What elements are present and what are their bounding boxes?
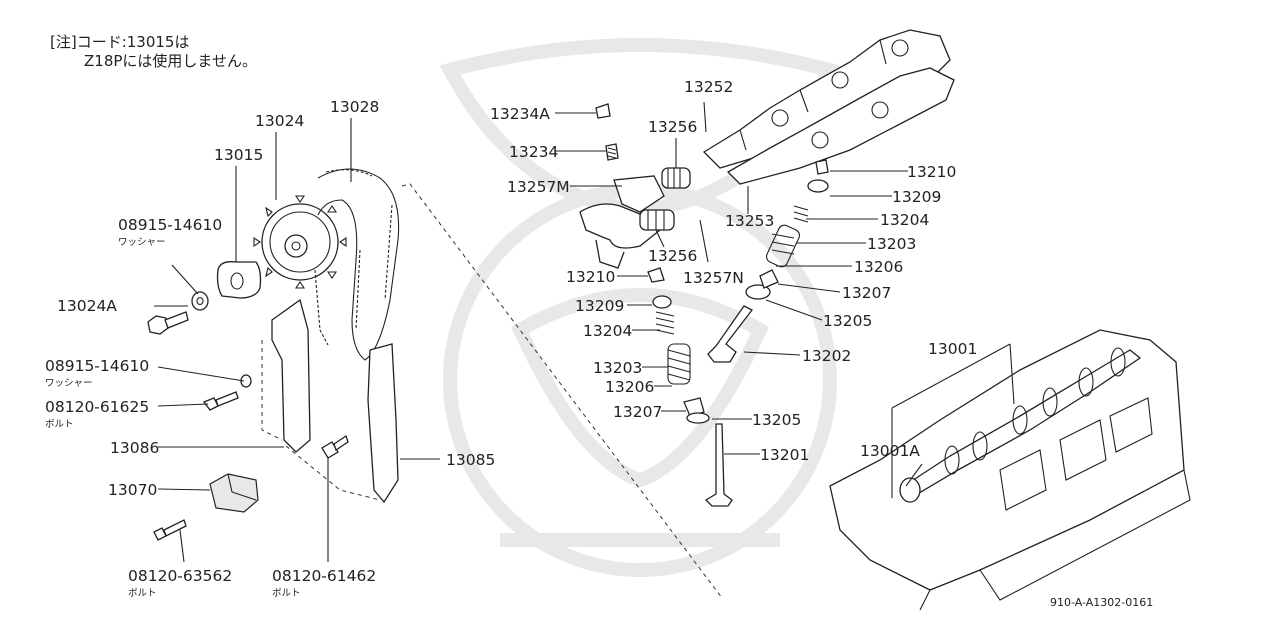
oil-seal-13207-right <box>759 269 779 289</box>
label-08915-14610-top: 08915-14610 <box>118 216 222 234</box>
label-bolt-61462: ボルト <box>272 588 301 599</box>
label-08120-61462: 08120-61462 <box>272 567 376 585</box>
rocker-13257 <box>579 175 665 269</box>
valve-13201 <box>704 423 733 507</box>
label-13210-left: 13210 <box>566 268 615 286</box>
label-washer-top: ワッシャー <box>118 237 166 248</box>
note-line-1: [注]コード:13015は <box>50 33 190 51</box>
oil-seal-13207-left <box>683 397 705 417</box>
label-13234A: 13234A <box>490 105 550 123</box>
label-13028: 13028 <box>330 98 379 116</box>
label-13024: 13024 <box>255 112 304 130</box>
label-13207-right: 13207 <box>842 284 891 302</box>
collet-13210-left <box>647 267 665 283</box>
label-13256-top: 13256 <box>648 118 697 136</box>
spring-13204-left <box>655 311 675 335</box>
cam-sprocket <box>253 195 347 289</box>
callout-labels: 13028 13024 13015 08915-14610 ワッシャー 1302… <box>45 78 1153 609</box>
nut-13234A <box>595 103 611 119</box>
label-13001: 13001 <box>928 340 977 358</box>
label-13257N: 13257N <box>683 269 744 287</box>
label-13203-right: 13203 <box>867 235 916 253</box>
label-bolt-63562: ボルト <box>128 588 157 599</box>
label-13201: 13201 <box>760 446 809 464</box>
label-13207-left: 13207 <box>613 403 662 421</box>
note-line-2: Z18Pには使用しません。 <box>84 52 257 70</box>
tensioner-13070 <box>209 473 259 513</box>
spring-13203-right <box>766 224 800 268</box>
label-13209-right: 13209 <box>892 188 941 206</box>
label-bolt-61625: ボルト <box>45 419 74 430</box>
dashed-guide-line-2 <box>285 445 381 501</box>
rocker-shaft-13253 <box>726 67 955 185</box>
collet-13210-right <box>815 159 829 175</box>
chain-tensioner-guide-13085 <box>367 343 399 504</box>
washer-08915-top <box>191 291 209 311</box>
label-13202: 13202 <box>802 347 851 365</box>
spring-13256-bot <box>639 209 675 231</box>
bolt-08120-63562 <box>153 519 187 541</box>
camshaft-13001A <box>899 347 1142 503</box>
bolt-08120-61462 <box>321 434 349 459</box>
label-13206-right: 13206 <box>854 258 903 276</box>
label-washer-mid: ワッシャー <box>45 378 93 389</box>
chain-guide-13086 <box>261 298 311 453</box>
label-13256-bot: 13256 <box>648 247 697 265</box>
leader-lines <box>154 101 1015 563</box>
label-08120-63562: 08120-63562 <box>128 567 232 585</box>
label-13001A: 13001A <box>860 442 920 460</box>
bolt-08120-61625 <box>202 391 239 411</box>
label-13086: 13086 <box>110 439 159 457</box>
label-13024A: 13024A <box>57 297 117 315</box>
label-13085: 13085 <box>446 451 495 469</box>
label-13234: 13234 <box>509 143 558 161</box>
cylinder-head-13001 <box>829 329 1191 611</box>
reference-code: 910-A-A1302-0161 <box>1050 596 1153 609</box>
adjust-screw-13234 <box>605 143 619 161</box>
label-13205-right: 13205 <box>823 312 872 330</box>
label-13070: 13070 <box>108 481 157 499</box>
label-08120-61625: 08120-61625 <box>45 398 149 416</box>
retainer-13209-right <box>807 179 829 193</box>
dashed-guide-line <box>401 183 723 599</box>
label-13203-left: 13203 <box>593 359 642 377</box>
label-13257M: 13257M <box>507 178 570 196</box>
label-13204-right: 13204 <box>880 211 929 229</box>
label-13206-left: 13206 <box>605 378 654 396</box>
timing-chain <box>314 168 400 361</box>
spring-seat-13205-left <box>686 412 710 424</box>
label-13205-left: 13205 <box>752 411 801 429</box>
spring-13256-top <box>661 167 691 189</box>
label-13253: 13253 <box>725 212 774 230</box>
retainer-13209-left <box>652 295 672 309</box>
spring-13203-left <box>667 343 691 385</box>
label-13204-left: 13204 <box>583 322 632 340</box>
label-13209-left: 13209 <box>575 297 624 315</box>
spring-13204-right <box>793 205 809 223</box>
label-13252: 13252 <box>684 78 733 96</box>
spacer-13015 <box>216 261 262 299</box>
label-13015: 13015 <box>214 146 263 164</box>
label-13210-right: 13210 <box>907 163 956 181</box>
valve-13202 <box>707 305 753 363</box>
bolt-13024A <box>147 311 189 335</box>
label-08915-14610-mid: 08915-14610 <box>45 357 149 375</box>
